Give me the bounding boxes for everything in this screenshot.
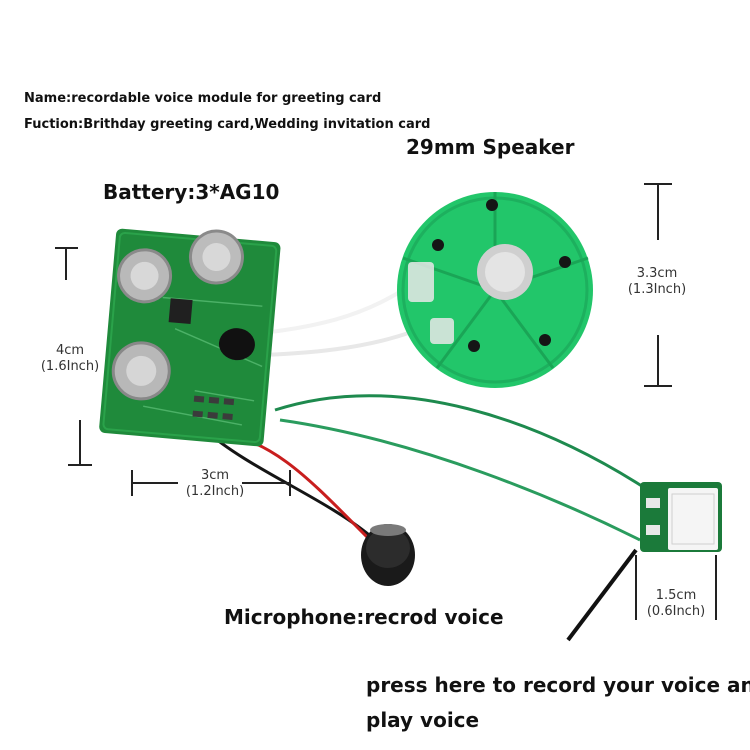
button-cm: 1.5cm [655,588,697,603]
board-height-inch: (1.6Inch) [40,359,100,374]
press-label-line2: play voice [366,708,480,732]
dimension-lines [55,183,717,620]
speaker [397,192,593,388]
speaker-inch: (1.3Inch) [627,282,687,297]
board-height-cm: 4cm [55,343,85,358]
speaker-label: 29mm Speaker [406,135,575,159]
name-line: Name:recordable voice module for greetin… [24,91,382,106]
board-width-inch: (1.2Inch) [185,484,245,499]
microphone-label: Microphone:recrod voice [224,605,504,629]
push-button-board [640,482,722,552]
speaker-dim: 3.3cm (1.3Inch) [612,266,702,298]
board-width-dim: 3cm (1.2Inch) [175,468,255,500]
button-inch: (0.6Inch) [646,604,706,619]
button-wire-1 [274,394,649,492]
pcb-board [99,228,281,447]
function-line: Fuction:Brithday greeting card,Wedding i… [24,117,431,132]
board-width-cm: 3cm [200,468,230,483]
microphone [361,524,415,586]
speaker-cm: 3.3cm [636,266,678,281]
button-dim: 1.5cm (0.6Inch) [628,588,724,620]
battery-label: Battery:3*AG10 [103,180,280,204]
press-label-line1: press here to record your voice and [366,673,750,697]
button-wire-2 [279,418,641,542]
board-height-dim: 4cm (1.6Inch) [30,343,110,375]
pointer-line [566,548,638,642]
